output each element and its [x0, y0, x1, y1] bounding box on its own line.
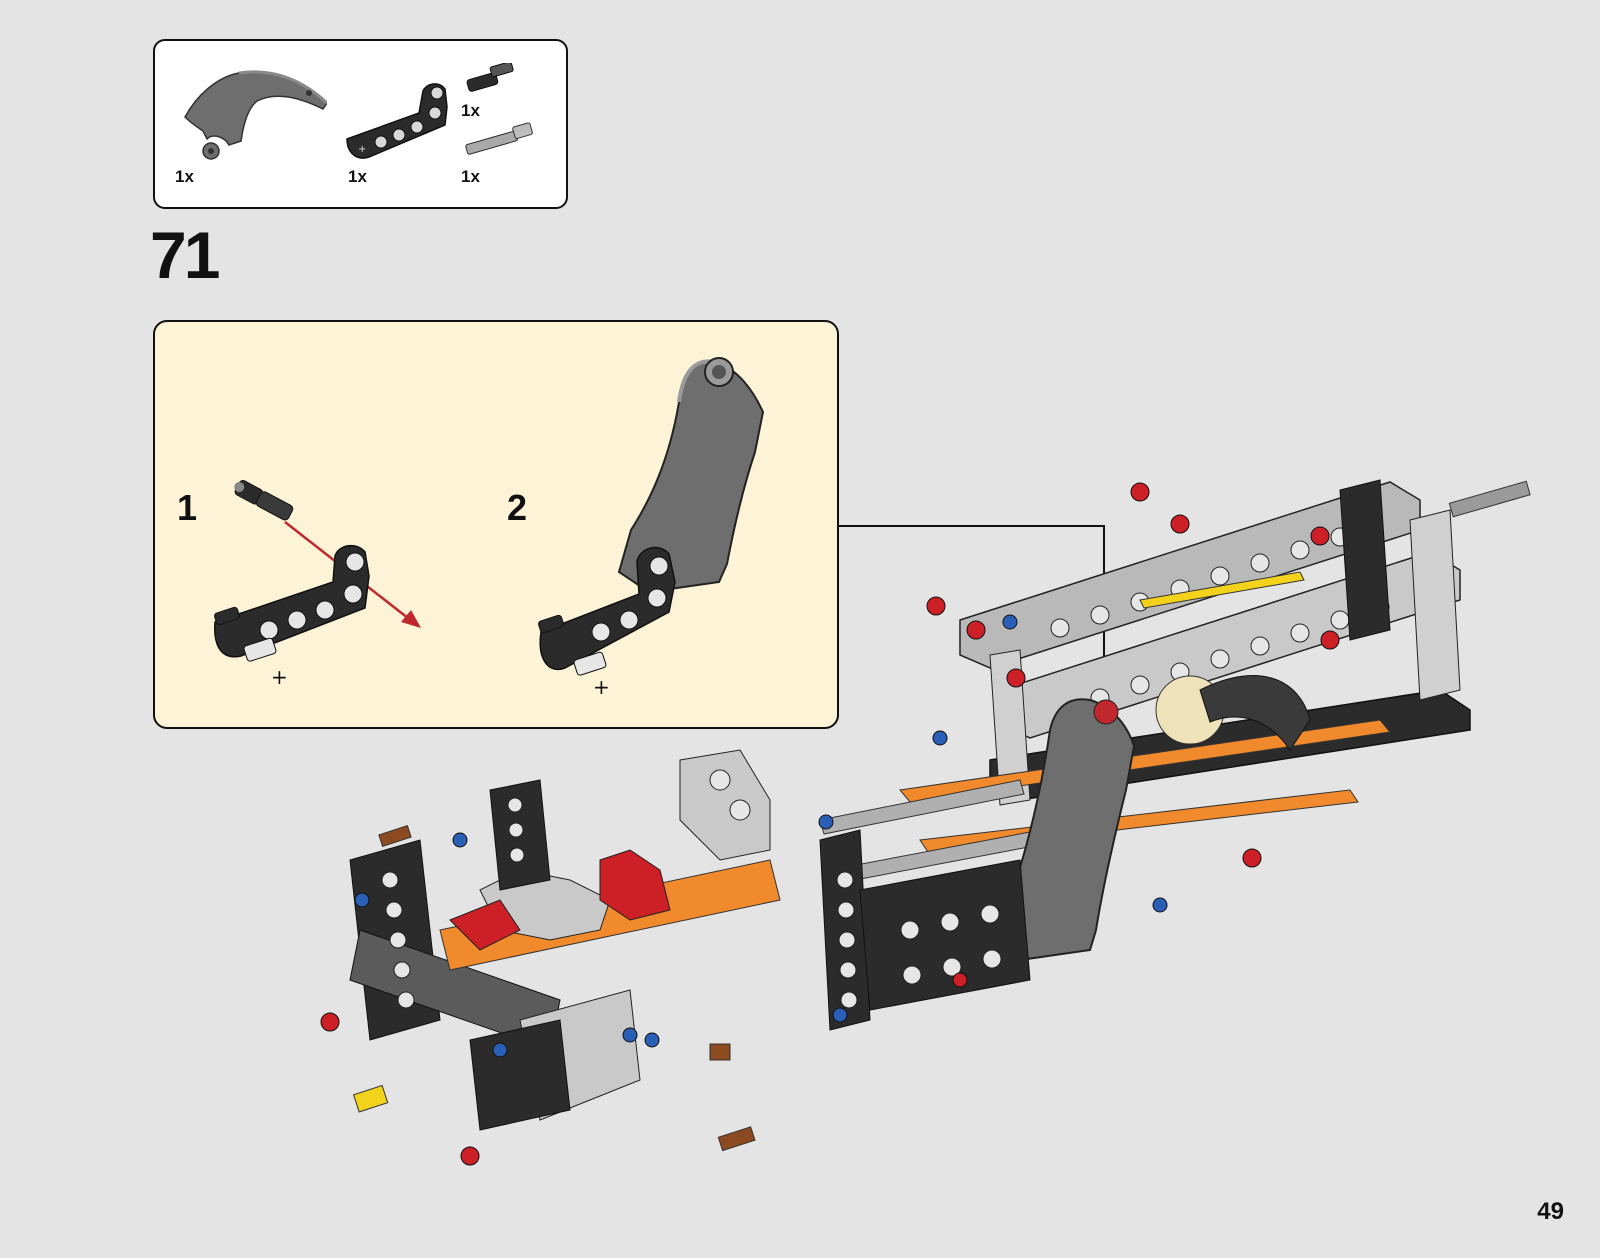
main-model-illustration	[300, 460, 1580, 1220]
page-number: 49	[1537, 1198, 1564, 1226]
